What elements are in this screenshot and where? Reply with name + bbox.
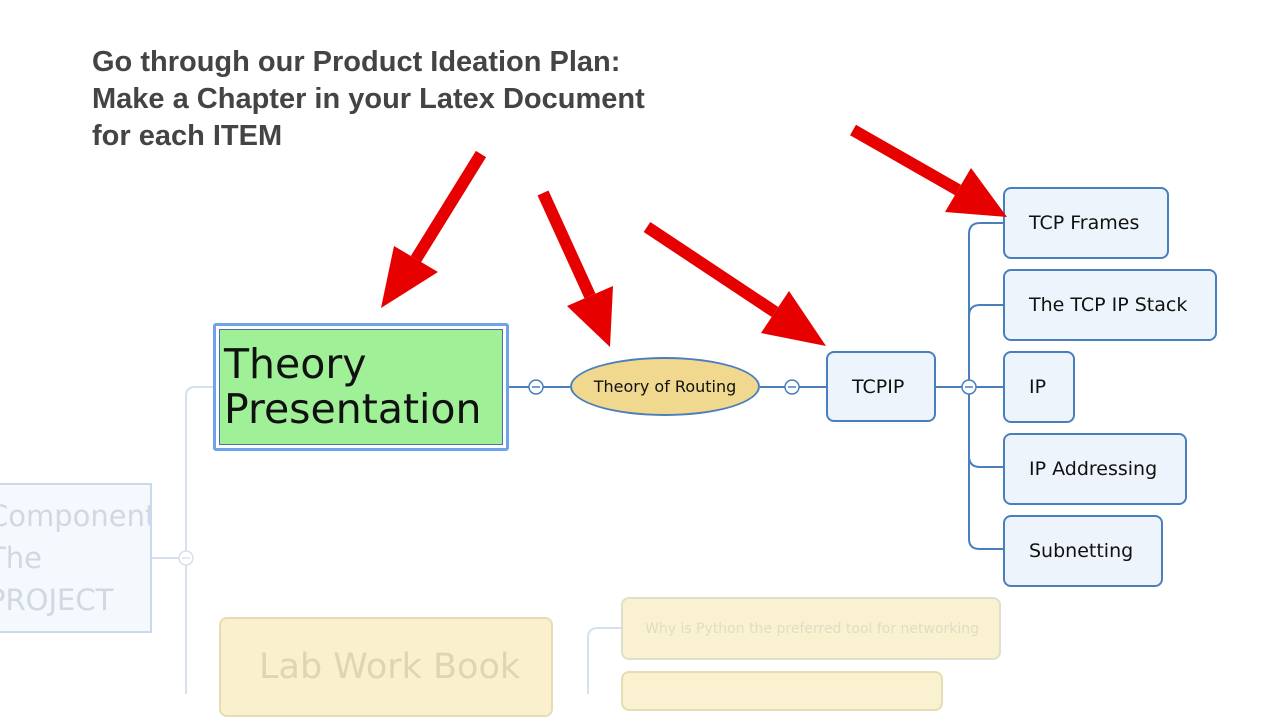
mind-map-canvas [152, 222, 1003, 694]
subtopic-tcp-frames[interactable]: TCP Frames [1003, 187, 1169, 259]
subtopic-subnetting[interactable]: Subnetting [1003, 515, 1163, 587]
collapse-toggle-tcpip[interactable] [961, 379, 977, 395]
root-topic-selection[interactable]: Theory Presentation [213, 323, 509, 451]
instruction-line-3: for each ITEM [92, 120, 283, 152]
faded-topic-line-3: PROJECT [0, 583, 114, 617]
collapse-toggle-routing[interactable] [784, 379, 800, 395]
instruction-line-2: Make a Chapter in your Latex Document [92, 83, 645, 115]
subtopic-tcp-ip-stack[interactable]: The TCP IP Stack [1003, 269, 1217, 341]
subtopic-ip[interactable]: IP [1003, 351, 1075, 423]
subtopic-ip-addressing[interactable]: IP Addressing [1003, 433, 1187, 505]
red-arrow-to-tcpip [643, 222, 826, 346]
faded-topic-line-1: Components [0, 499, 150, 533]
red-arrow-to-root [381, 150, 487, 308]
topic-tcpip[interactable]: TCPIP [826, 351, 936, 422]
instruction-line-1: Go through our Product Ideation Plan: [92, 46, 621, 78]
root-topic[interactable]: Theory Presentation [219, 329, 503, 445]
collapse-toggle-root[interactable] [528, 379, 544, 395]
faded-topic-line-2: The [0, 541, 42, 575]
annotation-arrows [381, 124, 1007, 347]
root-topic-line-2: Presentation [224, 385, 482, 433]
red-arrow-to-tcp-frames [850, 124, 1007, 217]
topic-theory-of-routing[interactable]: Theory of Routing [570, 357, 760, 416]
faded-subtopic-python-networking[interactable]: Why is Python the preferred tool for net… [621, 597, 1001, 660]
red-arrow-to-routing [537, 190, 613, 347]
instruction-text: Go through our Product Ideation Plan: Ma… [92, 44, 772, 155]
root-topic-line-1: Theory [224, 340, 367, 388]
faded-topic-components[interactable]: Components The PROJECT [0, 483, 152, 633]
